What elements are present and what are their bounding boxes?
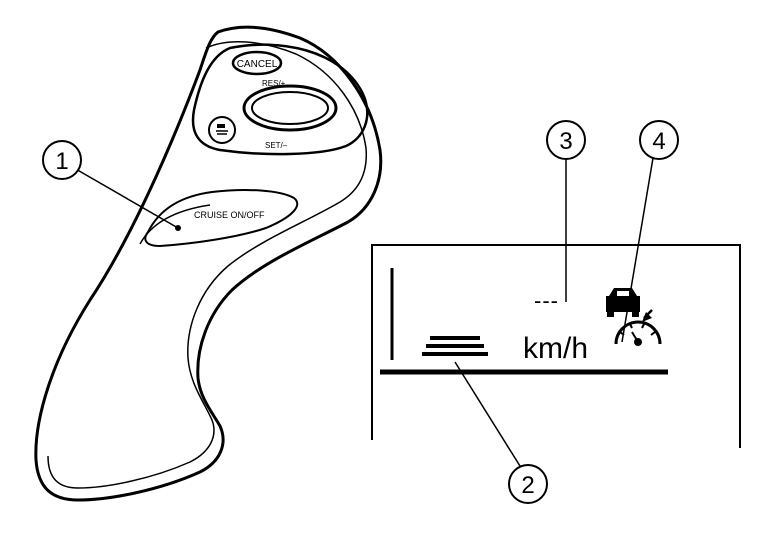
callout-3-number: 3 xyxy=(559,128,572,155)
lead-vehicle-icon xyxy=(606,288,640,317)
set-speed-dashes: --- xyxy=(534,288,559,313)
callout-4-number: 4 xyxy=(652,128,665,155)
button-panel xyxy=(191,43,369,156)
callout-1-number: 1 xyxy=(55,148,68,175)
cruise-on-off-button[interactable]: CRUISE ON/OFF xyxy=(139,189,299,248)
callout-3: 3 xyxy=(546,120,586,302)
distance-car-icon xyxy=(216,124,228,135)
cancel-button[interactable]: CANCEL xyxy=(231,50,283,76)
callout-4: 4 xyxy=(621,120,679,343)
speed-unit: km/h xyxy=(523,332,588,365)
callout-2-number: 2 xyxy=(521,472,534,499)
display-panel xyxy=(371,244,741,448)
switch-housing xyxy=(34,25,383,502)
cruise-label: CRUISE ON/OFF xyxy=(194,210,265,220)
resume-label: RES/+ xyxy=(262,79,286,88)
callout-2: 2 xyxy=(454,361,548,504)
distance-button[interactable] xyxy=(208,116,236,144)
callout-1: 1 xyxy=(42,140,181,231)
resume-set-rocker[interactable]: RES/+ SET/– xyxy=(242,79,338,150)
set-label: SET/– xyxy=(265,141,288,150)
distance-bars-icon xyxy=(422,336,488,356)
cancel-label: CANCEL xyxy=(237,59,278,70)
